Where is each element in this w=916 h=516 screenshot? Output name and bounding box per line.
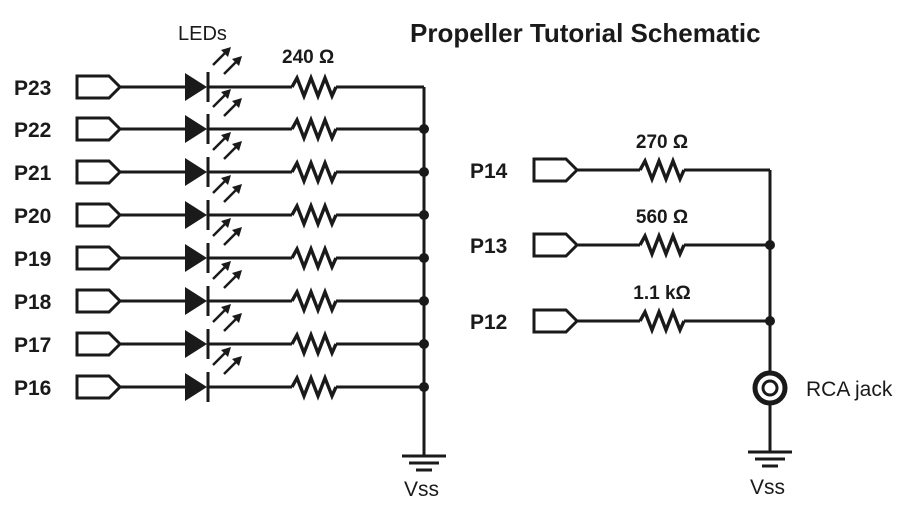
pin-label: P22: [14, 119, 51, 142]
pin-connector-icon: [532, 157, 580, 183]
pin-label: P17: [14, 334, 51, 357]
resistor-icon: [290, 373, 338, 401]
pin-label: P12: [470, 311, 507, 334]
pin-label: P18: [14, 291, 52, 314]
leds-label: LEDs: [178, 23, 227, 45]
rca-branch: P13 560 Ω: [470, 207, 775, 259]
led-row: P23: [14, 47, 424, 102]
rca-branches: P14 270 Ω P13 560 Ω P12 1.1 kΩ: [470, 132, 775, 335]
resistor-icon: [290, 330, 338, 358]
ground-symbol-left: [402, 454, 446, 472]
resistor-icon: [638, 231, 686, 259]
pin-label: P23: [14, 77, 51, 100]
rca-jack-icon: [752, 370, 788, 406]
led-icon: [185, 175, 242, 230]
pin-label: P16: [14, 377, 51, 400]
pin-connector-icon: [75, 74, 123, 100]
led-row: P16: [14, 347, 429, 402]
led-resistor-value-label: 240 Ω: [282, 47, 334, 68]
vss-label-left: Vss: [404, 478, 439, 501]
ground-symbol-right: [748, 450, 792, 468]
schematic-title: Propeller Tutorial Schematic: [410, 18, 761, 48]
resistor-value-label: 1.1 kΩ: [633, 283, 691, 304]
led-row: P19: [14, 218, 429, 273]
led-icon: [185, 89, 242, 144]
rca-jack-label: RCA jack: [806, 378, 893, 401]
pin-connector-icon: [75, 374, 123, 400]
rca-branch: P12 1.1 kΩ: [470, 283, 775, 335]
resistor-value-label: 560 Ω: [636, 207, 688, 228]
resistor-icon: [638, 307, 686, 335]
resistor-value-label: 270 Ω: [636, 132, 688, 153]
resistor-icon: [290, 201, 338, 229]
pin-label: P14: [470, 160, 508, 183]
resistor-icon: [290, 244, 338, 272]
led-row: P20: [14, 175, 429, 230]
led-icon: [185, 347, 242, 402]
pin-label: P21: [14, 162, 52, 185]
led-icon: [185, 218, 242, 273]
led-row: P18: [14, 261, 429, 316]
resistor-icon: [290, 73, 338, 101]
pin-connector-icon: [75, 288, 123, 314]
resistor-icon: [290, 115, 338, 143]
pin-connector-icon: [532, 308, 580, 334]
led-icon: [185, 47, 242, 102]
pin-connector-icon: [75, 202, 123, 228]
resistor-icon: [290, 287, 338, 315]
led-icon: [185, 304, 242, 359]
pin-label: P19: [14, 248, 51, 271]
pin-connector-icon: [75, 245, 123, 271]
pin-label: P20: [14, 205, 51, 228]
led-row: P21: [14, 132, 429, 187]
led-row: P17: [14, 304, 429, 359]
pin-connector-icon: [75, 331, 123, 357]
pin-label: P13: [470, 235, 507, 258]
resistor-icon: [638, 156, 686, 184]
resistor-icon: [290, 158, 338, 186]
pin-connector-icon: [75, 159, 123, 185]
rca-branch: P14 270 Ω: [470, 132, 770, 184]
pin-connector-icon: [532, 232, 580, 258]
vss-label-right: Vss: [750, 476, 785, 499]
led-icon: [185, 132, 242, 187]
led-icon: [185, 261, 242, 316]
pin-connector-icon: [75, 116, 123, 142]
